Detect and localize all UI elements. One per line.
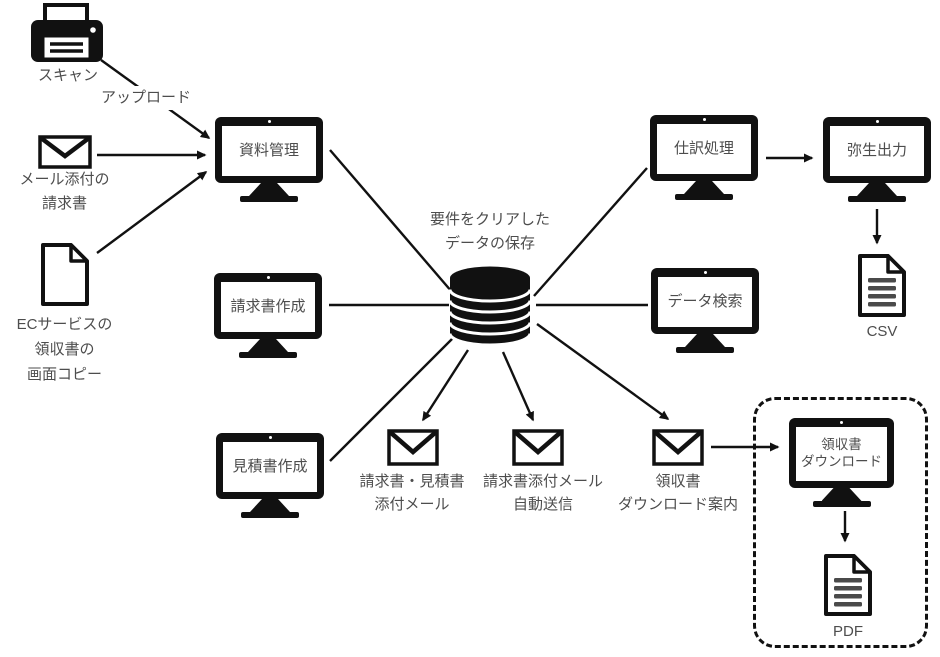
pdf-file-icon (823, 553, 873, 622)
monitor-frame: 弥生出力 (823, 117, 931, 183)
database-label: 要件をクリアした データの保存 (429, 211, 550, 252)
database-icon (447, 264, 533, 353)
monitor-frame: 見積書作成 (216, 433, 324, 499)
monitor-screen-label: 領収書 (821, 437, 862, 453)
monitor-frame: 資料管理 (215, 117, 323, 183)
line-quotation-to-db (329, 337, 454, 462)
camera-dot-icon (267, 120, 271, 123)
monitor-screen-label: ダウンロード (801, 454, 882, 469)
monitor-data-search: データ検索 (651, 268, 759, 353)
monitor-frame: データ検索 (651, 268, 759, 334)
invoice-auto-mail-label: 請求書添付メール 自動送信 (482, 473, 603, 513)
camera-dot-icon (266, 276, 270, 279)
monitor-frame: 領収書 ダウンロード (789, 418, 894, 488)
line-db-to-journal (533, 167, 648, 297)
camera-dot-icon (703, 271, 707, 274)
monitor-frame: 請求書作成 (214, 273, 322, 339)
csv-file-icon (857, 253, 907, 323)
incoming-mail-label: メール添付の 請求書 (19, 171, 110, 212)
camera-dot-icon (702, 118, 706, 121)
invoice-auto-mail-icon (512, 429, 564, 471)
monitor-screen-label: データ検索 (667, 292, 743, 310)
receipt-download-group-box (753, 397, 928, 648)
camera-dot-icon (875, 120, 879, 123)
ec-screenshot-document-icon (40, 242, 90, 312)
csv-label: CSV (866, 323, 898, 340)
line-db-to-mail1 (421, 349, 470, 422)
monitor-screen-label: 弥生出力 (846, 141, 907, 159)
monitor-invoice-creation: 請求書作成 (214, 273, 322, 358)
receipt-guide-mail-label: 領収書 ダウンロード案内 (617, 473, 738, 513)
invoice-quote-mail-icon (387, 429, 439, 471)
monitor-screen-label: 仕訳処理 (673, 139, 734, 157)
monitor-receipt-download: 領収書 ダウンロード (789, 418, 894, 507)
monitor-quotation-creation: 見積書作成 (216, 433, 324, 518)
line-db-to-mail3 (536, 323, 670, 420)
camera-dot-icon (268, 436, 272, 439)
monitor-document-management: 資料管理 (215, 117, 323, 202)
monitor-screen-label: 請求書作成 (230, 297, 306, 315)
scan-label: スキャン (37, 67, 98, 84)
line-db-to-mail2 (501, 351, 535, 422)
pdf-label: PDF (833, 623, 863, 640)
camera-dot-icon (840, 421, 843, 424)
invoice-quote-mail-label: 請求書・見積書 添付メール (359, 473, 465, 513)
ec-screenshot-label: ECサービスの 領収書の 画面コピー (16, 316, 113, 383)
monitor-frame: 仕訳処理 (650, 115, 758, 181)
monitor-yayoi-output: 弥生出力 (823, 117, 931, 202)
line-doc-management-to-db (329, 149, 453, 293)
monitor-journal-processing: 仕訳処理 (650, 115, 758, 200)
line-ecdoc-to-doc-management (96, 171, 208, 254)
monitor-screen-label: 資料管理 (238, 141, 299, 159)
receipt-guide-mail-icon (652, 429, 704, 471)
incoming-mail-icon (38, 135, 92, 174)
monitor-screen-label: 見積書作成 (232, 457, 308, 475)
upload-label: アップロード (94, 86, 198, 110)
printer-icon (30, 3, 104, 74)
